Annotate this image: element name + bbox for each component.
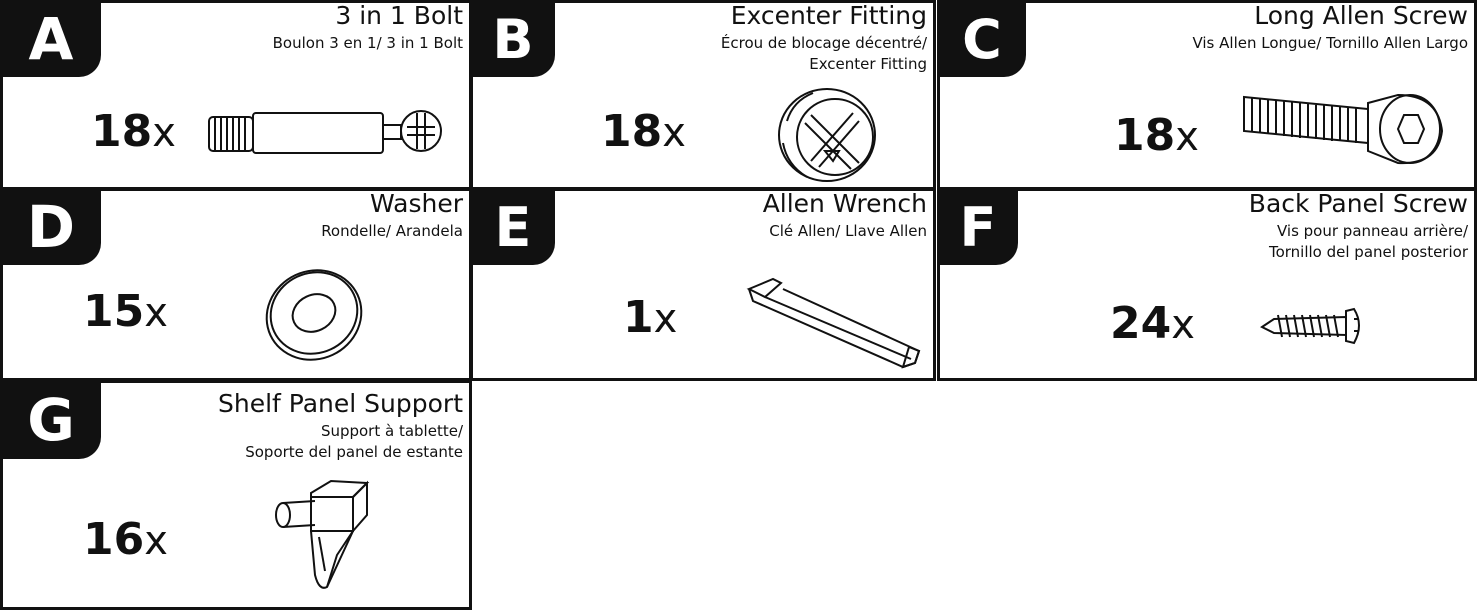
part-title: Long Allen Screw xyxy=(1254,1,1468,31)
part-quantity: 24x xyxy=(1110,299,1195,350)
hardware-panel-c: C Long Allen Screw Vis Allen Longue/ Tor… xyxy=(937,0,1477,190)
part-title: Allen Wrench xyxy=(763,189,927,219)
wood-screw-icon xyxy=(1258,303,1370,349)
washer-icon xyxy=(259,259,369,369)
part-quantity: 18x xyxy=(1114,111,1199,162)
part-title: Shelf Panel Support xyxy=(218,389,463,419)
hardware-panel-g: G Shelf Panel Support Support à tablette… xyxy=(0,380,472,610)
allen-screw-icon xyxy=(1238,83,1458,173)
part-quantity: 18x xyxy=(91,107,176,158)
part-quantity: 16x xyxy=(83,515,168,566)
part-letter-badge: C xyxy=(938,1,1026,77)
hardware-panel-e: E Allen Wrench Clé Allen/ Llave Allen 1x xyxy=(470,188,936,381)
part-subtitle: Écrou de blocage décentré/ xyxy=(721,33,927,53)
shelf-pin-icon xyxy=(271,475,381,595)
part-subtitle: Support à tablette/ xyxy=(321,421,463,441)
part-subtitle: Vis pour panneau arrière/ xyxy=(1277,221,1468,241)
part-subtitle-line2: Excenter Fitting xyxy=(809,54,927,74)
part-quantity: 18x xyxy=(601,107,686,158)
cam-bolt-icon xyxy=(203,103,443,163)
part-subtitle: Vis Allen Longue/ Tornillo Allen Largo xyxy=(1192,33,1468,53)
hardware-panel-a: A 3 in 1 Bolt Boulon 3 en 1/ 3 in 1 Bolt… xyxy=(0,0,472,190)
part-quantity: 15x xyxy=(83,287,168,338)
part-title: Washer xyxy=(370,189,463,219)
part-title: Back Panel Screw xyxy=(1249,189,1468,219)
hardware-panel-d: D Washer Rondelle/ Arandela 15x xyxy=(0,188,472,381)
part-letter-badge: E xyxy=(471,189,555,265)
part-letter-badge: F xyxy=(938,189,1018,265)
cam-lock-icon xyxy=(773,81,883,187)
part-title: Excenter Fitting xyxy=(731,1,927,31)
hardware-panel-f: F Back Panel Screw Vis pour panneau arri… xyxy=(937,188,1477,381)
part-quantity: 1x xyxy=(623,293,677,344)
part-letter-badge: G xyxy=(1,381,101,459)
part-letter-badge: D xyxy=(1,189,101,265)
part-subtitle: Clé Allen/ Llave Allen xyxy=(769,221,927,241)
part-subtitle-line2: Tornillo del panel posterior xyxy=(1269,242,1468,262)
part-letter-badge: B xyxy=(471,1,555,77)
part-subtitle: Rondelle/ Arandela xyxy=(321,221,463,241)
part-title: 3 in 1 Bolt xyxy=(335,1,463,31)
part-letter-badge: A xyxy=(1,1,101,77)
hardware-panel-b: B Excenter Fitting Écrou de blocage déce… xyxy=(470,0,936,190)
part-subtitle-line2: Soporte del panel de estante xyxy=(245,442,463,462)
part-subtitle: Boulon 3 en 1/ 3 in 1 Bolt xyxy=(273,33,463,53)
allen-wrench-icon xyxy=(743,263,933,373)
